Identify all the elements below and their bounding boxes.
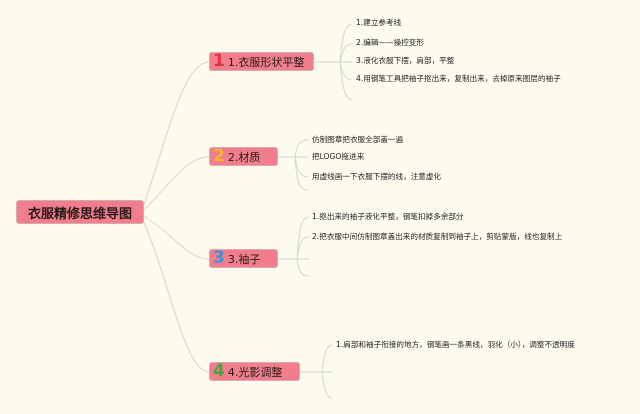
branch-node-2[interactable]: 2 2.材质 — [209, 147, 278, 166]
branch-number-1: 1 — [213, 51, 225, 71]
branch-node-1[interactable]: 1 1.衣服形状平整 — [209, 52, 314, 71]
connector-root-branch-3 — [143, 215, 210, 260]
branch-label-1: 1.衣服形状平整 — [227, 55, 305, 69]
leaf-1-2[interactable]: 2.编辑——操控变形 — [356, 38, 424, 47]
connector-root-branch-4 — [143, 221, 210, 373]
leaf-1-3[interactable]: 3.液化衣服下摆，肩部，平整 — [356, 56, 455, 65]
leaf-2-3[interactable]: 用虚线画一下衣服下摆的线，注意虚化 — [312, 172, 442, 181]
leaf-1-4[interactable]: 4.用钢笔工具把袖子抠出来，复制出来，去掉原来图层的袖子 — [356, 74, 561, 83]
leaf-2-1[interactable]: 仿制图章把衣服全部盖一遍 — [312, 135, 404, 144]
leaf-3-1[interactable]: 1.抠出来的袖子液化平整，钢笔扣掉多余部分 — [312, 212, 464, 221]
connector-root-branch-2 — [143, 156, 210, 211]
leaf-3-2[interactable]: 2.把衣服中间仿制图章盖出来的材质复制到袖子上，剪贴蒙版，线也复制上 — [312, 232, 563, 241]
branch-number-2: 2 — [213, 146, 225, 166]
branch-node-4[interactable]: 4 4.光影调整 — [209, 362, 300, 381]
branch-label-2: 2.材质 — [227, 150, 261, 164]
branch-number-4: 4 — [213, 361, 225, 381]
branch-label-4: 4.光影调整 — [227, 365, 283, 379]
leaf-1-1[interactable]: 1.建立参考线 — [356, 18, 402, 27]
branch-label-3: 3.袖子 — [227, 252, 261, 266]
leaf-2-2[interactable]: 把LOGO拖进来 — [312, 152, 365, 161]
root-label: 衣服精修思维导图 — [27, 206, 132, 222]
root-node[interactable]: 衣服精修思维导图 — [16, 200, 144, 224]
connector-root-branch-1 — [143, 61, 210, 206]
leaf-4-1[interactable]: 1.肩部和袖子衔接的地方，钢笔画一条黑线，羽化（小），调整不透明度 — [336, 340, 575, 349]
branch-number-3: 3 — [213, 248, 225, 268]
branch-node-3[interactable]: 3 3.袖子 — [209, 249, 278, 268]
